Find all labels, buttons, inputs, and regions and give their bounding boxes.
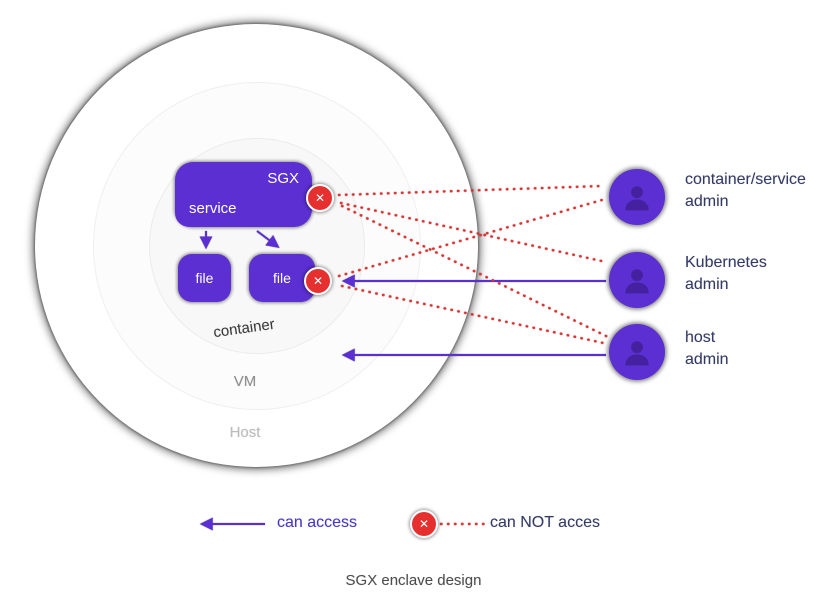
- kubernetes-admin-avatar: [609, 252, 665, 308]
- host-admin-label: host admin: [685, 327, 729, 371]
- admin-label-line1: container/service: [685, 171, 806, 188]
- x-icon: ✕: [418, 517, 430, 531]
- container-service-admin-avatar: [609, 169, 665, 225]
- diagram-caption: SGX enclave design: [345, 572, 482, 589]
- x-icon: ✕: [314, 191, 326, 205]
- kubernetes-admin-label: Kubernetes admin: [685, 252, 767, 296]
- admin-label-line1: Kubernetes: [685, 254, 767, 271]
- service-label: service: [189, 200, 237, 217]
- legend-cannot-access-icon: ✕: [410, 510, 438, 538]
- host-ring-label: Host: [229, 424, 261, 441]
- sgx-enclave-box: SGX service: [175, 162, 312, 227]
- legend-can-access-label: can access: [277, 514, 358, 531]
- legend-cannot-access-label: can NOT acces: [490, 514, 600, 531]
- file-left-label: file: [195, 270, 214, 286]
- admin-label-line1: host: [685, 329, 716, 346]
- service-box: service: [175, 190, 259, 227]
- x-icon: ✕: [312, 274, 324, 288]
- person-icon: [621, 264, 653, 296]
- sgx-label: SGX: [267, 170, 299, 187]
- person-icon: [621, 181, 653, 213]
- file-right-label: file: [273, 270, 291, 286]
- admin-label-line2: admin: [685, 276, 729, 293]
- person-icon: [621, 336, 653, 368]
- vm-ring-label: VM: [233, 373, 257, 390]
- file-box-left: file: [178, 254, 231, 302]
- container-service-admin-label: container/service admin: [685, 169, 806, 213]
- admin-label-line2: admin: [685, 351, 729, 368]
- admin-label-line2: admin: [685, 193, 729, 210]
- cannot-access-icon-sgx: ✕: [306, 184, 334, 212]
- host-admin-avatar: [609, 324, 665, 380]
- cannot-access-icon-file: ✕: [304, 267, 332, 295]
